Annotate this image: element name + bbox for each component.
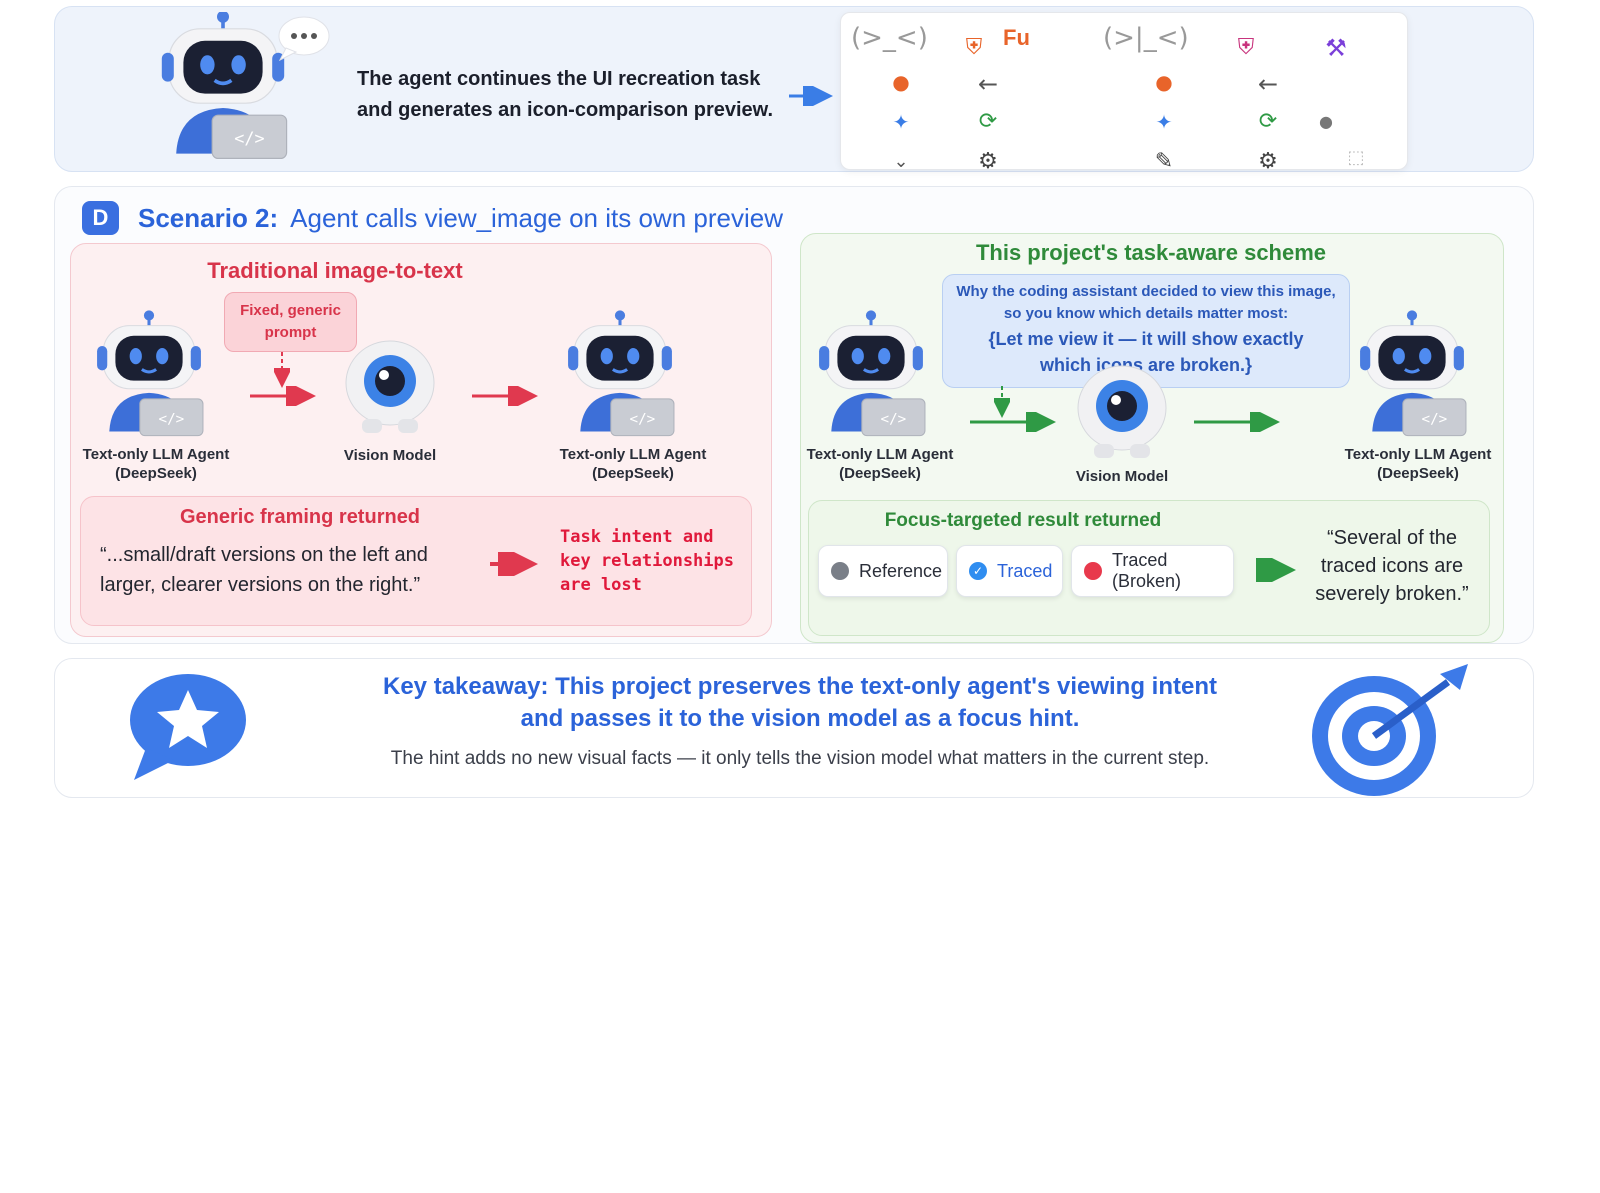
reference-dot-icon — [831, 562, 849, 580]
agent-caption-line2: (DeepSeek) — [1377, 465, 1459, 482]
lost-line2: key relationships — [560, 551, 734, 571]
shield-icon: ⛨ — [965, 35, 983, 60]
target-dart-icon — [1300, 660, 1480, 805]
quote-line1: “Several of the — [1326, 527, 1458, 549]
takeaway-hint: The hint adds no new visual facts — it o… — [390, 748, 1210, 769]
red-arrow-right-icon — [470, 381, 540, 411]
shield-icon: ⛨ — [1237, 35, 1255, 60]
lost-line1: Task intent and — [560, 527, 714, 547]
fire-icon: ● — [1155, 70, 1173, 94]
why-line2: so you know which details matter most: — [1003, 305, 1289, 322]
agent-caption-line1: Text-only LLM Agent — [82, 446, 230, 463]
agent-caption-right: Text-only LLM Agent (DeepSeek) — [1338, 445, 1498, 483]
fire-icon: ● — [892, 70, 910, 94]
telescope-icon: ✦ — [1155, 110, 1173, 134]
edit-icon: ✎ — [1154, 149, 1174, 174]
generic-result-box — [80, 496, 752, 626]
lost-line3: are lost — [560, 575, 642, 595]
focused-result-quote: “Several of the traced icons are severel… — [1302, 524, 1482, 608]
gear-icon: ⚙ — [978, 149, 998, 174]
agent-caption-line2: (DeepSeek) — [115, 465, 197, 482]
arrow-left-icon: ← — [1257, 70, 1279, 98]
vision-caption-left: Vision Model — [343, 447, 437, 464]
chip-label: Reference — [859, 560, 943, 581]
why-line4: which icons are broken.} — [1039, 355, 1253, 375]
takeaway-label: Key takeaway: — [383, 673, 549, 700]
refresh-icon: ⟳ — [1258, 109, 1278, 134]
agent-caption-right: Text-only LLM Agent (DeepSeek) — [548, 445, 718, 483]
fixed-prompt-line2: prompt — [264, 324, 317, 341]
takeaway-line1: Key takeaway: This project preserves the… — [300, 671, 1300, 703]
vision-caption-right: Vision Model — [1075, 468, 1169, 485]
focus-result-title: Focus-targeted result returned — [884, 510, 1162, 531]
agent-caption-line2: (DeepSeek) — [839, 465, 921, 482]
generic-result-title: Generic framing returned — [179, 506, 421, 528]
key-takeaway: Key takeaway: This project preserves the… — [300, 671, 1300, 735]
task-aware-heading: This project's task-aware scheme — [975, 240, 1327, 265]
red-dashed-arrow — [272, 352, 292, 397]
dashed-frame-icon: ⬚ — [1347, 147, 1365, 168]
chip-label: Traced — [997, 560, 1053, 581]
viewing-intent-box: Why the coding assistant decided to view… — [942, 274, 1350, 388]
vision-model-icon — [1072, 360, 1172, 460]
gear-icon: ⚙ — [1258, 149, 1278, 174]
refresh-icon: ⟳ — [978, 109, 998, 134]
quote-line2: larger, clearer versions on the right.” — [100, 574, 421, 596]
broken-glyph-icon: (>|_<) — [1103, 23, 1189, 53]
green-arrow-right-icon — [1254, 550, 1298, 590]
chevron-down-icon: ⌄ — [893, 151, 909, 172]
reference-chip: Reference — [818, 545, 948, 597]
agent-caption-line1: Text-only LLM Agent — [806, 446, 954, 463]
arrow-right-icon — [787, 81, 835, 111]
scenario-title-text: Agent calls view_image on its own previe… — [290, 203, 783, 233]
robot-agent-icon — [564, 310, 676, 440]
scenario-badge: D — [82, 201, 119, 235]
traced-broken-chip: Traced (Broken) — [1071, 545, 1234, 597]
check-icon: ✓ — [969, 562, 987, 580]
telescope-icon: ✦ — [892, 110, 910, 134]
broken-dot-icon — [1084, 562, 1102, 580]
green-arrow-right-icon — [1192, 407, 1282, 437]
intro-text: The agent continues the UI recreation ta… — [357, 68, 774, 121]
chip-label: Traced (Broken) — [1112, 550, 1182, 591]
dot-icon: ● — [1319, 112, 1333, 131]
agent-caption-line1: Text-only LLM Agent — [559, 446, 707, 463]
quote-line2: traced icons are — [1320, 555, 1464, 577]
red-arrow-right-icon — [488, 544, 540, 584]
why-line1: Why the coding assistant decided to view… — [956, 283, 1336, 300]
agent-caption-line1: Text-only LLM Agent — [1344, 446, 1492, 463]
generic-result-quote: “...small/draft versions on the left and… — [100, 540, 470, 600]
broken-glyph-icon: (>_<) — [851, 23, 928, 53]
takeaway-panel — [54, 658, 1534, 798]
agent-caption-line2: (DeepSeek) — [592, 465, 674, 482]
scenario-label: Scenario 2: — [138, 203, 279, 233]
hammer-icon: ⚒ — [1325, 34, 1347, 62]
quote-line1: “...small/draft versions on the left and — [100, 544, 428, 566]
traditional-heading: Traditional image-to-text — [207, 258, 463, 283]
robot-agent-icon — [93, 310, 205, 440]
takeaway-line1-text: This project preserves the text-only age… — [555, 673, 1217, 700]
agent-caption-left: Text-only LLM Agent (DeepSeek) — [76, 445, 236, 483]
scenario-title: Scenario 2: Agent calls view_image on its… — [138, 203, 783, 234]
speech-bubble-icon — [274, 14, 330, 69]
green-dashed-arrow — [992, 386, 1012, 425]
fixed-prompt-line1: Fixed, generic — [240, 302, 341, 319]
green-arrow-right-icon — [968, 407, 1058, 437]
fixed-prompt-box: Fixed, generic prompt — [224, 292, 357, 352]
vision-model-icon — [340, 335, 440, 435]
icon-comparison-preview: (>_<) ⛨ Fu ● ← ✦ ⟳ ⌄ ⚙ (>|_<) ⛨ ⚒ ● ← ✦ … — [840, 12, 1408, 174]
red-arrow-right-icon — [248, 381, 318, 411]
quote-line3: severely broken.” — [1315, 583, 1469, 605]
star-chat-icon — [124, 668, 250, 791]
why-line3: {Let me view it — it will show exactly — [988, 329, 1304, 349]
arrow-left-icon: ← — [977, 70, 999, 98]
agent-caption-left: Text-only LLM Agent (DeepSeek) — [800, 445, 960, 483]
takeaway-line2: and passes it to the vision model as a f… — [520, 705, 1080, 732]
robot-agent-icon — [815, 310, 927, 440]
fu-text: Fu — [1003, 25, 1030, 50]
lost-intent-note: Task intent and key relationships are lo… — [560, 525, 760, 597]
robot-agent-icon — [1356, 310, 1468, 440]
traced-chip: ✓ Traced — [956, 545, 1063, 597]
